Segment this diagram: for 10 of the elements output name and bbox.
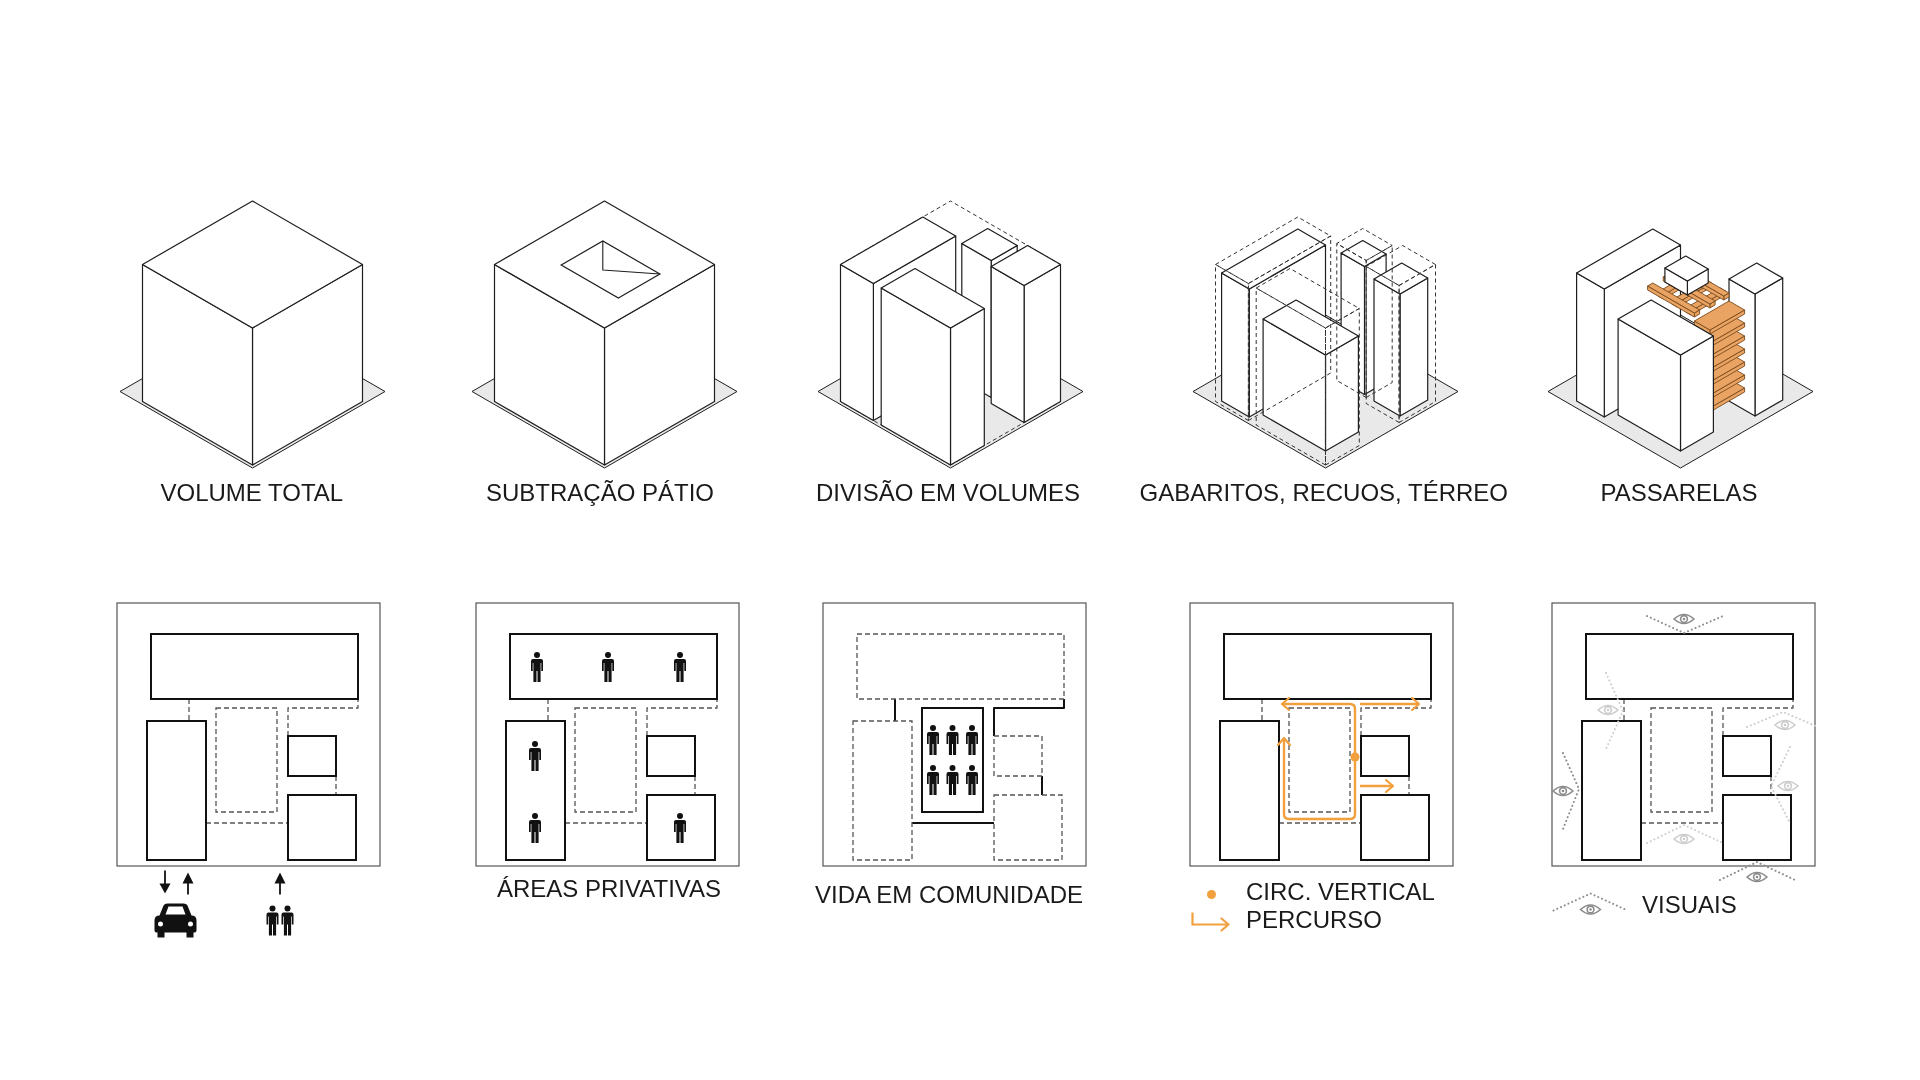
caption: GABARITOS, RECUOS, TÉRREO	[1139, 479, 1509, 507]
caption: PASSARELAS	[1600, 479, 1758, 507]
caption: ÁREAS PRIVATIVAS	[497, 875, 722, 903]
legend-label: VISUAIS	[1642, 891, 1737, 919]
legend-label: PERCURSO	[1246, 906, 1383, 934]
caption: SUBTRAÇÃO PÁTIO	[486, 479, 715, 507]
caption: VOLUME TOTAL	[160, 479, 344, 507]
caption: DIVISÃO EM VOLUMES	[816, 479, 1081, 507]
caption: VIDA EM COMUNIDADE	[815, 881, 1084, 909]
legend-label: CIRC. VERTICAL	[1246, 878, 1435, 906]
